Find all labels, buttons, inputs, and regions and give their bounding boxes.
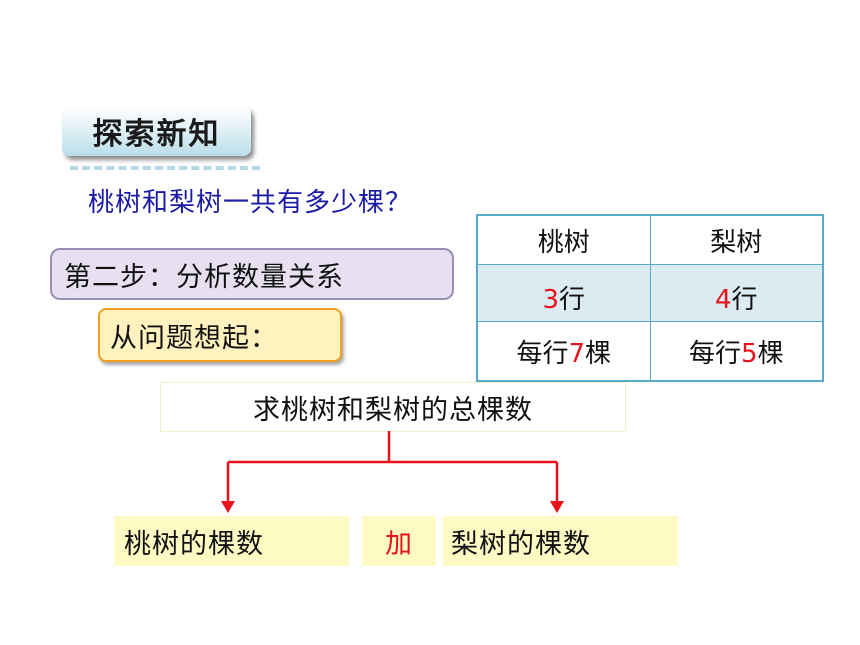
- total-goal-text: 求桃树和梨树的总棵数: [253, 394, 533, 426]
- peach-rows-number: 3: [542, 284, 560, 315]
- pear-per-row-prefix: 每行: [688, 338, 741, 369]
- pear-rows-number: 4: [714, 284, 732, 315]
- pear-count-text: 梨树的棵数: [451, 528, 591, 560]
- operator-text: 加: [385, 528, 413, 560]
- arrow-right-head: [550, 501, 564, 513]
- operator-box: 加: [362, 516, 436, 566]
- peach-rows-cell: 3行: [476, 264, 651, 322]
- question-text: 桃树和梨树一共有多少棵？: [88, 188, 413, 218]
- arrow-left-head: [221, 501, 235, 513]
- table-header-row: 桃树 梨树: [476, 214, 824, 265]
- peach-per-row-prefix: 每行: [516, 338, 569, 369]
- tree-table: 桃树 梨树 3行 4行 每行7棵 每行5棵: [476, 214, 824, 382]
- header-peach: 桃树: [476, 214, 651, 265]
- pear-rows-unit: 行: [731, 284, 758, 315]
- peach-per-row-cell: 每行7棵: [476, 321, 651, 382]
- peach-count-box: 桃树的棵数: [114, 516, 349, 566]
- section-badge: 探索新知: [62, 106, 251, 156]
- peach-per-row-number: 7: [568, 338, 586, 369]
- table-row-per-row: 每行7棵 每行5棵: [476, 321, 824, 382]
- peach-rows-unit: 行: [559, 284, 586, 315]
- pear-count-box: 梨树的棵数: [443, 516, 678, 566]
- from-question-label: 从问题想起：: [110, 322, 278, 354]
- pear-rows-cell: 4行: [649, 264, 824, 322]
- peach-count-text: 桃树的棵数: [124, 528, 264, 560]
- pear-per-row-number: 5: [740, 338, 758, 369]
- dashed-divider: [70, 166, 260, 170]
- pear-per-row-cell: 每行5棵: [649, 321, 824, 382]
- step-label: 第二步：分析数量关系: [64, 261, 344, 293]
- table-row-rows: 3行 4行: [476, 264, 824, 322]
- step-label-box: 第二步：分析数量关系: [50, 248, 454, 300]
- pear-per-row-unit: 棵: [757, 338, 784, 369]
- total-goal-box: 求桃树和梨树的总棵数: [160, 382, 626, 432]
- header-pear: 梨树: [649, 214, 824, 265]
- peach-per-row-unit: 棵: [585, 338, 612, 369]
- from-question-box: 从问题想起：: [98, 308, 342, 362]
